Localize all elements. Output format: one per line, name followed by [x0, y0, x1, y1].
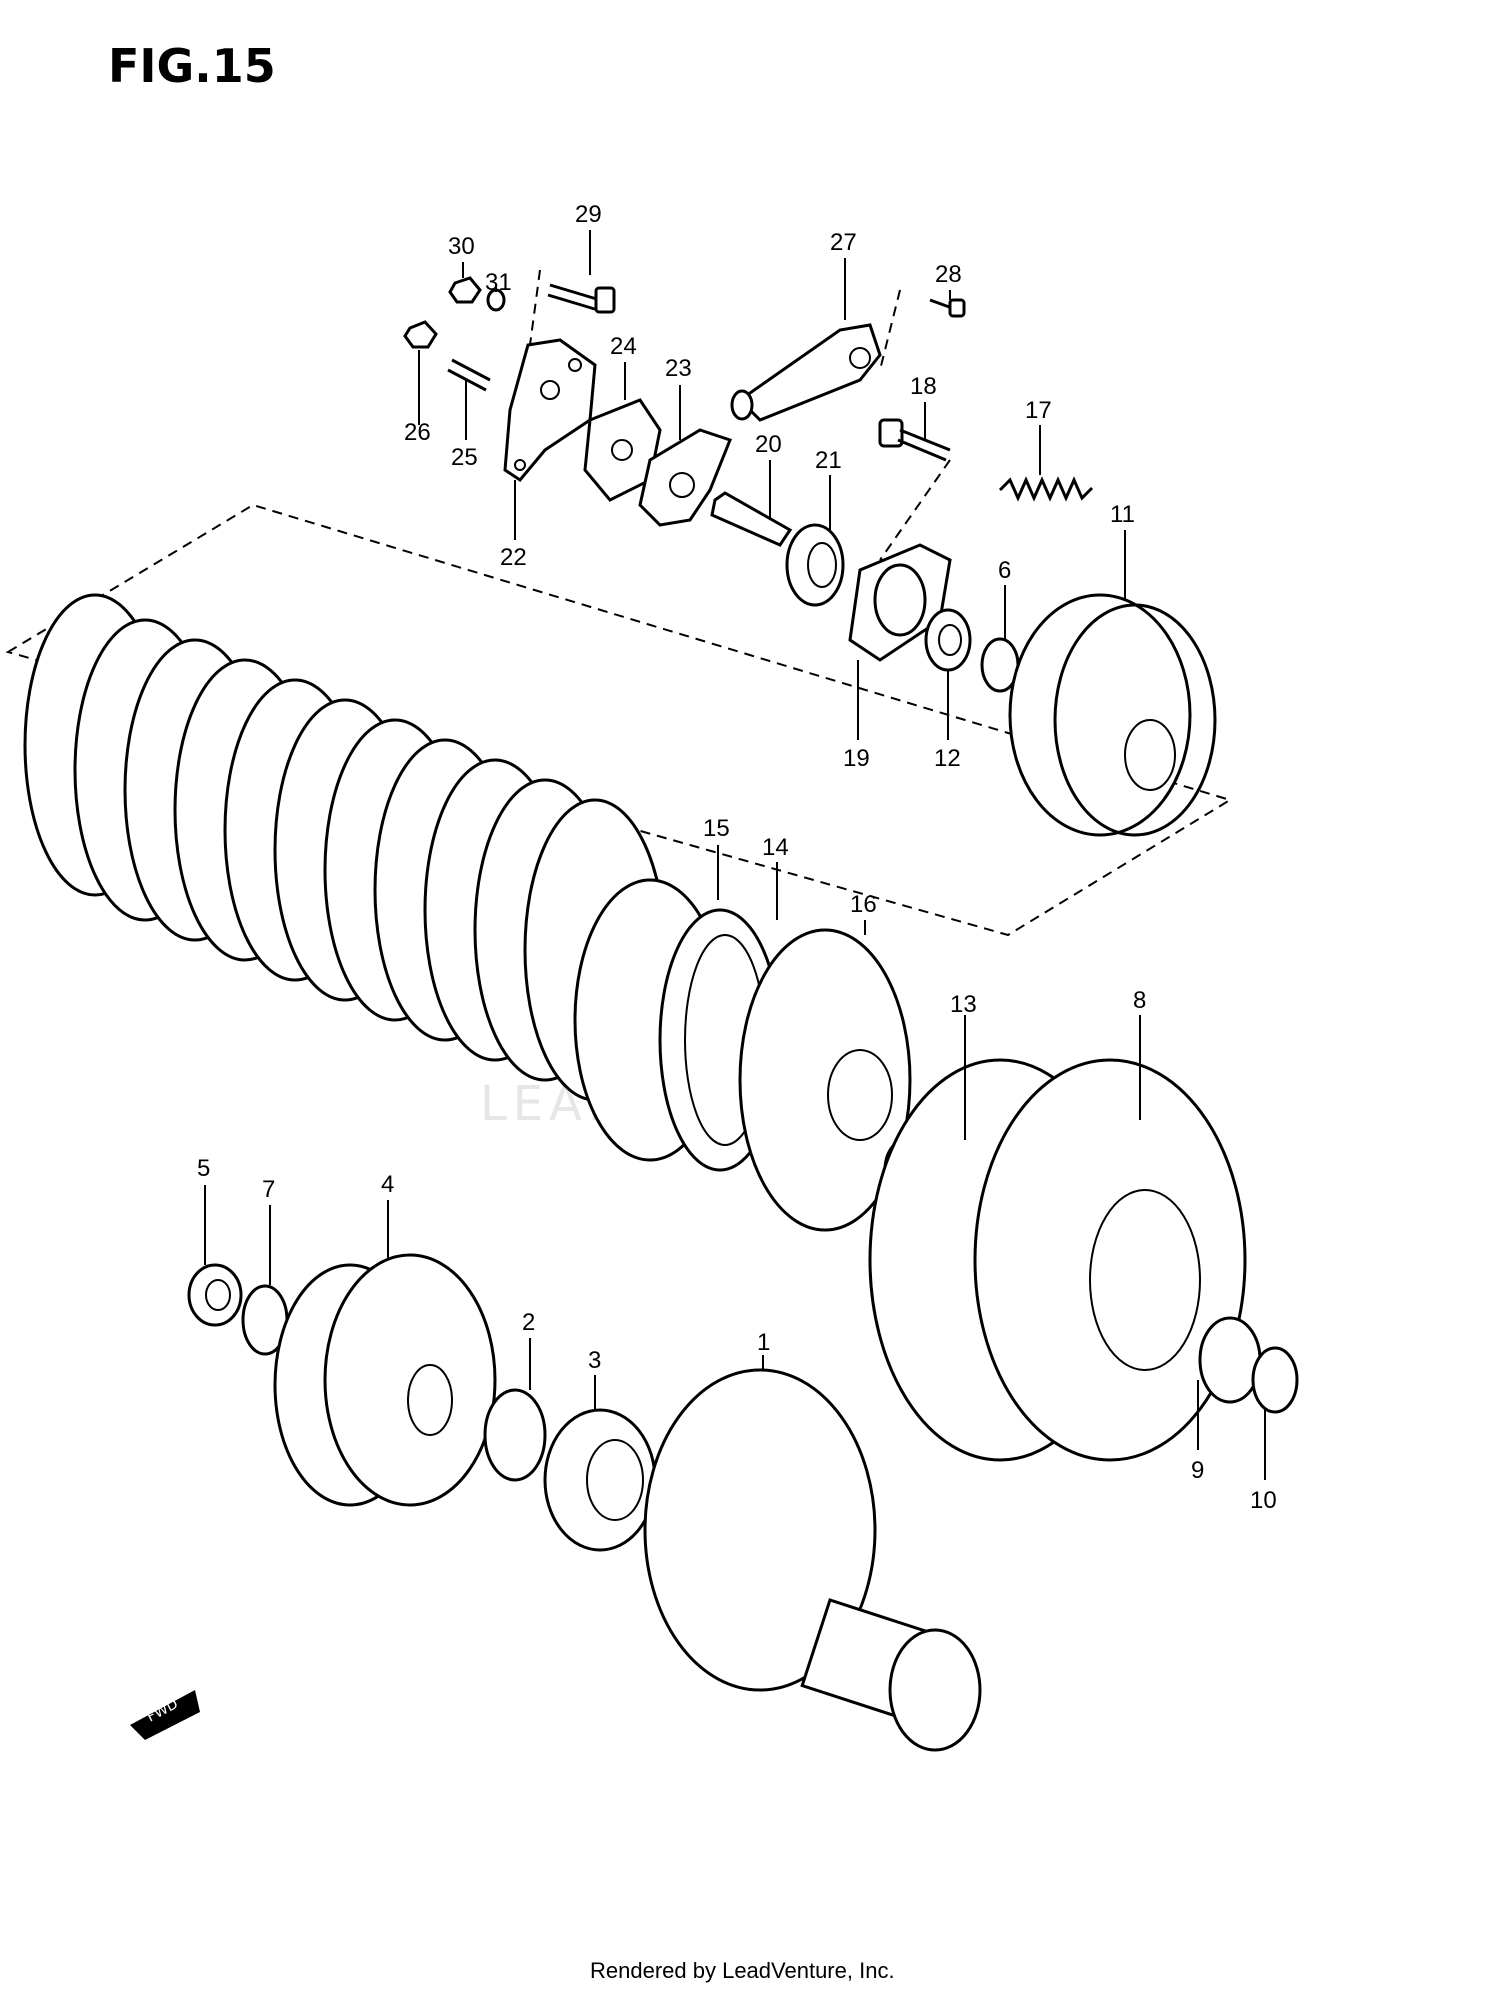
callout-2: 2 [522, 1309, 535, 1336]
part-5-nut [187, 1263, 243, 1327]
callout-27: 27 [830, 229, 857, 256]
figure-title: FIG.15 [108, 39, 276, 93]
clutch-plate-stack [23, 593, 667, 1102]
callout-6: 6 [998, 557, 1011, 584]
part-26-nut [403, 320, 438, 349]
callout-25: 25 [451, 444, 478, 471]
callout-31: 31 [485, 269, 512, 296]
callout-8: 8 [1133, 987, 1146, 1014]
callout-5: 5 [197, 1155, 210, 1182]
guide-line [529, 269, 541, 346]
callout-12: 12 [934, 745, 961, 772]
part-9-spacer [1198, 1316, 1262, 1404]
part-29-bolt [547, 283, 616, 314]
plate-stack-boundary [5, 503, 1233, 937]
callout-30: 30 [448, 233, 475, 260]
part-8-clutch-housing [868, 1058, 1247, 1462]
footer-credit: Rendered by LeadVenture, Inc. [590, 1958, 895, 1983]
callout-4: 4 [381, 1171, 394, 1198]
forward-arrow-icon: FWD [130, 1690, 200, 1740]
part-3-one-way-clutch [543, 1408, 657, 1552]
part-18-bolt [878, 418, 951, 462]
part-10-washer [1251, 1346, 1299, 1414]
part-22-bracket [503, 338, 597, 482]
callout-20: 20 [755, 431, 782, 458]
callout-21: 21 [815, 447, 842, 474]
part-19-pressure-plate [848, 543, 952, 662]
part-12-nut [924, 608, 972, 672]
callout-24: 24 [610, 333, 637, 360]
callout-13: 13 [950, 991, 977, 1018]
callout-3: 3 [588, 1347, 601, 1374]
callout-15: 15 [703, 815, 730, 842]
part-16-seat-plate [738, 928, 912, 1232]
callout-16: 16 [850, 891, 877, 918]
callout-leaders [204, 230, 1266, 1480]
part-24-plate [583, 398, 662, 502]
part-2-bushing [483, 1388, 547, 1482]
part-30-nut [448, 276, 482, 304]
callout-23: 23 [665, 355, 692, 382]
callout-18: 18 [910, 373, 937, 400]
part-25-stud [447, 358, 491, 392]
part-23-release-cam [638, 428, 732, 527]
callout-19: 19 [843, 745, 870, 772]
callout-11: 11 [1110, 501, 1135, 528]
guide-line [879, 289, 901, 371]
callout-10: 10 [1250, 1487, 1277, 1514]
part-21-bearing [785, 523, 845, 607]
callout-9: 9 [1191, 1457, 1204, 1484]
callout-26: 26 [404, 419, 431, 446]
callout-29: 29 [575, 201, 602, 228]
callout-17: 17 [1025, 397, 1052, 424]
guide-line [879, 459, 951, 561]
callout-7: 7 [262, 1176, 275, 1203]
callout-1: 1 [757, 1329, 770, 1356]
part-1-clutch-drum [643, 1368, 982, 1752]
part-11-sleeve-hub [1008, 593, 1217, 837]
part-4-centrifugal-clutch [273, 1253, 497, 1507]
callout-14: 14 [762, 834, 789, 861]
part-27-lever [730, 323, 882, 422]
callout-22: 22 [500, 544, 527, 571]
part-17-spring [998, 476, 1094, 502]
part-20-push-rod [710, 491, 793, 547]
callout-labels: 1 2 3 4 5 6 7 8 9 10 11 12 13 14 15 16 1… [197, 201, 1277, 1514]
callout-28: 28 [935, 261, 962, 288]
part-28-screw [929, 298, 966, 318]
